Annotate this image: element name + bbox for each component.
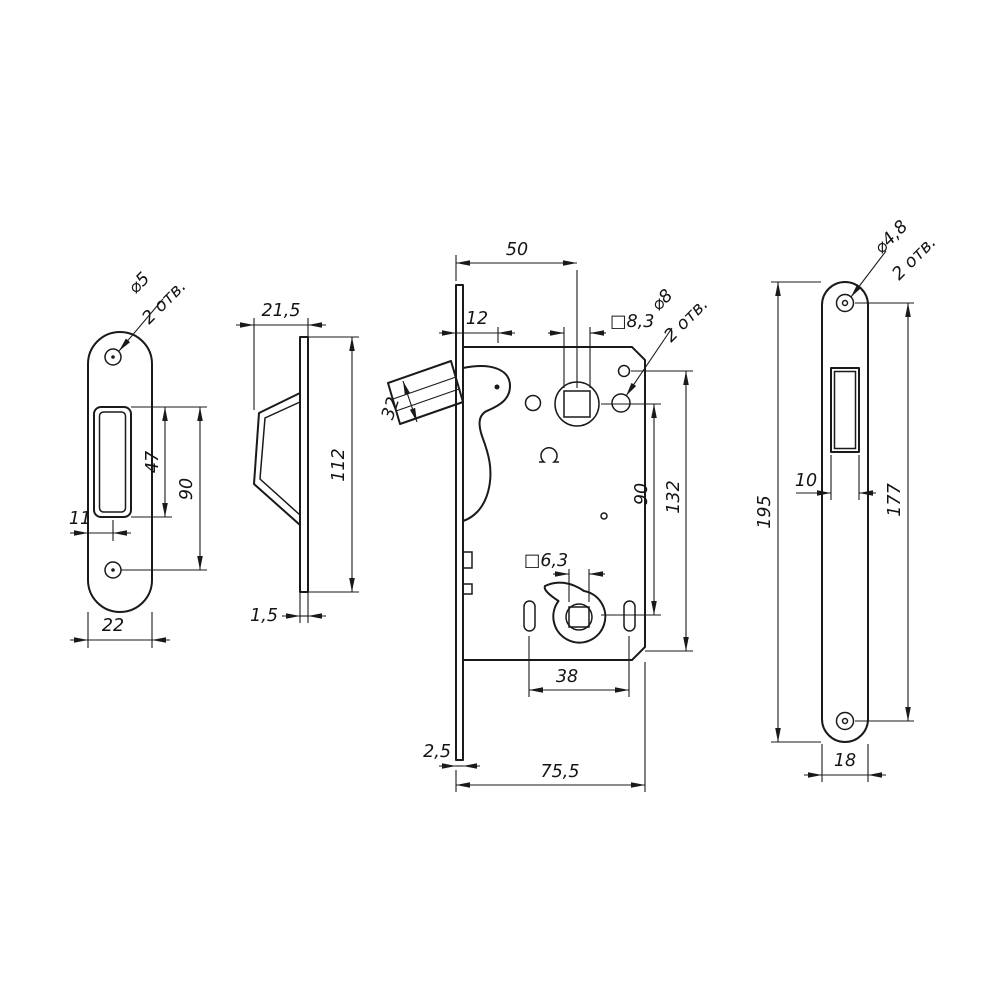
edge-boss-lower [462, 583, 473, 595]
spring-detail [539, 447, 559, 463]
strike-screw-hole-bottom-center [111, 568, 115, 572]
faceplate-view: ⌀4,8 2 отв. 10 177 195 18 [755, 217, 940, 782]
mounting-hole-right [611, 393, 631, 413]
dim-47 [131, 407, 172, 518]
dim-1-5-label: 1,5 [250, 606, 278, 626]
dust-box-inner [259, 401, 301, 516]
faceplate-screw-hole-bottom [835, 711, 855, 731]
mounting-hole-left [524, 394, 542, 412]
strike-screw-hole-top-center [111, 355, 115, 359]
latch-lever [462, 365, 511, 522]
faceplate-outline [821, 281, 869, 743]
dim-38 [528, 636, 630, 697]
dim-21-5 [236, 318, 326, 410]
strike-latch-cutout-inner [98, 411, 127, 513]
side-plate [299, 336, 309, 593]
dim-12 [439, 327, 515, 343]
spindle-hub [554, 381, 600, 427]
lock-case-outline [462, 346, 646, 661]
wc-follower-square-hole [568, 606, 590, 628]
dim-90-strike [121, 406, 207, 571]
wc-follower-inner-circle [565, 603, 593, 631]
dim-22 [70, 612, 170, 648]
edge-boss-upper [462, 551, 473, 569]
dim-75-5 [455, 662, 646, 792]
strike-screw-hole-top [104, 348, 122, 366]
case-slot-right [623, 600, 636, 632]
dim-195 [771, 281, 821, 743]
strike-plate-front-view: ⌀5 2 отв. 90 47 11 22 [69, 269, 207, 648]
dim-18 [804, 744, 886, 782]
lock-body-view: 32 50 12 □8,3 ⌀8 [378, 240, 712, 792]
dim-177 [855, 302, 914, 722]
lever-pivot [494, 384, 500, 390]
dim-90-strike-label: 90 [177, 478, 197, 500]
faceplate-latch-opening-outer [830, 367, 860, 453]
faceplate-screw-hole-bottom-inner [841, 717, 849, 725]
latch-bolt [387, 360, 464, 425]
dim-11-label: 11 [69, 509, 91, 529]
dust-box-outer [253, 392, 301, 526]
dim-90-lock [601, 403, 661, 616]
strike-latch-cutout-outer [93, 406, 132, 518]
wc-follower-teardrop [543, 581, 607, 644]
lock-faceplate-edge [455, 284, 464, 761]
case-corner-hole [617, 364, 631, 378]
dim-sq8-3-label: □8,3 [610, 312, 654, 332]
dim-11 [70, 520, 131, 541]
spindle-square-hole [563, 390, 591, 418]
strike-plate-outline [87, 331, 153, 613]
dim-112-label: 112 [329, 448, 349, 481]
dim-47-label: 47 [143, 451, 163, 473]
small-pin-hole [600, 512, 608, 520]
dim-10 [796, 455, 876, 500]
dim-50-label: 50 [506, 240, 528, 260]
dim-22-label: 22 [102, 616, 124, 636]
strike-plate-side-view: 21,5 112 1,5 [236, 301, 359, 626]
dim-132-label: 132 [664, 480, 684, 513]
dim-dia8-leader [625, 327, 673, 397]
case-slot-left [523, 600, 536, 632]
dim-38-label: 38 [556, 667, 578, 687]
dim-75-5-label: 75,5 [541, 762, 580, 782]
dim-32 [402, 380, 418, 423]
dim-18-label: 18 [834, 751, 856, 771]
dim-195-label: 195 [755, 495, 775, 528]
faceplate-latch-opening-inner [833, 370, 857, 450]
dim-50 [455, 255, 578, 388]
dim-32-label: 32 [378, 395, 404, 422]
dim-dia5-label: ⌀5 [125, 269, 154, 298]
dim-dia8-label: ⌀8 [648, 286, 677, 315]
faceplate-screw-hole-top-inner [841, 299, 849, 307]
dim-21-5-label: 21,5 [262, 301, 301, 321]
dim-sq8-3 [548, 327, 606, 388]
dim-177-label: 177 [885, 483, 905, 516]
dim-dia5-leader [118, 298, 164, 352]
dim-132 [631, 370, 693, 652]
dim-90-lock-label: 90 [632, 483, 652, 505]
dim-112 [308, 336, 359, 593]
dim-1-5 [282, 592, 326, 623]
dim-10-label: 10 [795, 471, 817, 491]
dim-sq6-3 [553, 569, 605, 602]
dim-sq6-3-label: □6,3 [524, 551, 568, 571]
latch-bolt-face-line-1 [392, 376, 457, 400]
dim-dia4-8-leader [850, 250, 887, 298]
faceplate-screw-hole-top [835, 293, 855, 313]
dim-12-label: 12 [466, 309, 488, 329]
dim-2-5-label: 2,5 [423, 742, 451, 762]
